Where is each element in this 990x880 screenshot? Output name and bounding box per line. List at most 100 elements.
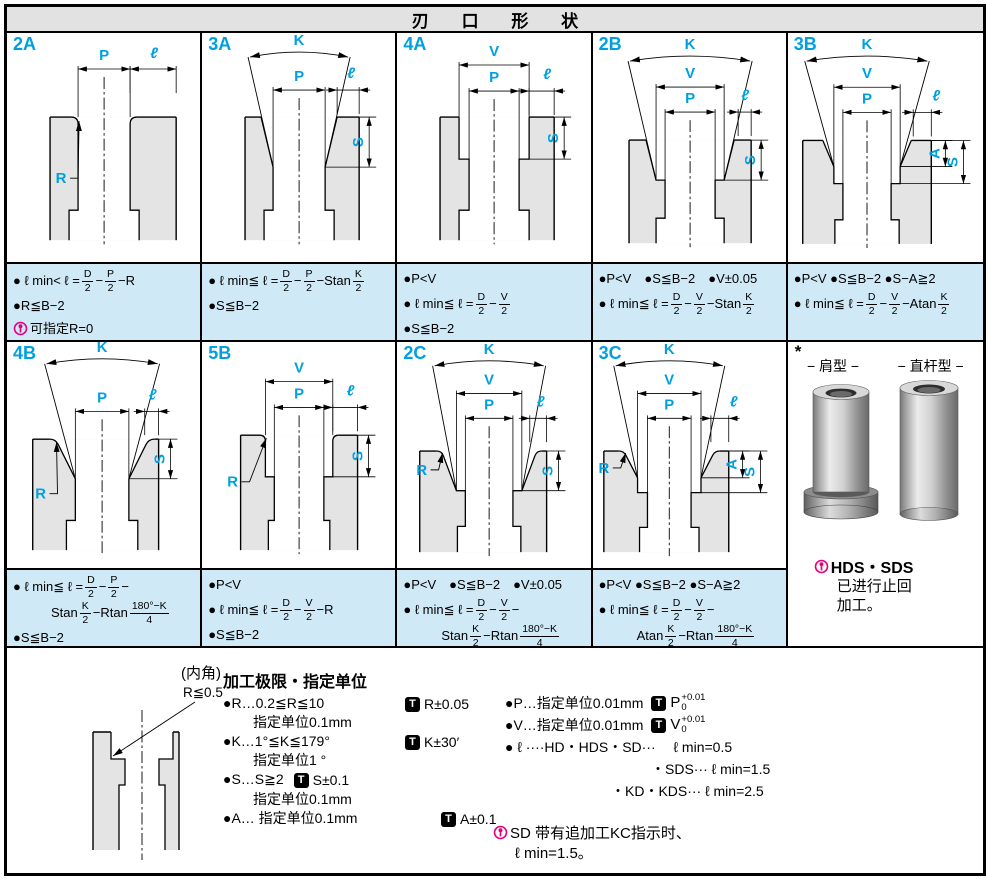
hds-sds-line: 加工。: [836, 596, 882, 614]
svg-text:ℓ: ℓ: [150, 45, 158, 62]
inner-corner-value: R≦0.5: [183, 685, 223, 700]
formula-line: ●P<V ●S≦B−2 ●V±0.05: [403, 577, 563, 593]
page-title: 刃 口 形 状: [411, 11, 593, 31]
svg-text:V: V: [485, 373, 495, 389]
inner-corner-diagram: (内角) R≦0.5: [92, 665, 223, 860]
formula-line: ●R≦B−2: [13, 297, 65, 313]
svg-text:ℓ: ℓ: [544, 66, 552, 83]
svg-text:ℓ: ℓ: [741, 87, 749, 104]
formula-line: ●S≦B−2: [403, 320, 455, 336]
svg-text:K: K: [684, 36, 695, 53]
straight-bushing-image: [899, 380, 959, 521]
svg-text:V: V: [862, 65, 872, 82]
tolerance-badge: T: [293, 772, 309, 788]
svg-text:P: P: [862, 90, 872, 107]
svg-text:P: P: [294, 387, 304, 403]
svg-text:A: A: [724, 459, 740, 470]
svg-text:R: R: [56, 170, 67, 187]
shoulder-type-label: − 肩型 −: [806, 358, 860, 374]
formula-line: ●P<V: [403, 271, 437, 287]
svg-text:R: R: [598, 461, 609, 477]
svg-text:K: K: [663, 342, 674, 358]
svg-text:V: V: [489, 43, 499, 60]
photo-cell: * − 肩型 − − 直杆型 −: [787, 342, 983, 646]
svg-text:ℓ: ℓ: [149, 387, 157, 403]
shape-id: 4B: [13, 343, 37, 363]
svg-text:S: S: [742, 155, 759, 165]
shape-id: 3A: [208, 34, 232, 54]
svg-text:K: K: [484, 342, 495, 358]
svg-text:S: S: [541, 466, 557, 476]
limit-sub: 指定单位1 °: [253, 752, 327, 768]
shape-id: 2C: [403, 343, 427, 363]
limits-heading: 加工极限・指定单位: [223, 674, 368, 691]
bushing-photos: [803, 380, 959, 521]
formula-line: ●S≦B−2: [208, 297, 260, 313]
tolerance-value: K±30′: [424, 734, 460, 750]
svg-text:ℓ: ℓ: [932, 87, 940, 104]
formula-line: ●S≦B−2: [208, 626, 260, 642]
sd-kc-note: SD 带有追加工KC指示时、 ℓ min=1.5。: [493, 822, 691, 864]
svg-text:R: R: [227, 475, 238, 491]
tolerance-badge: T: [441, 811, 456, 827]
tolerance-badge: T: [405, 735, 420, 750]
hds-sds-line: 已进行止回: [836, 578, 912, 595]
limit-item: ・SDS··· ℓ min=1.5: [651, 761, 771, 777]
tolerance-value: A±0.1: [460, 810, 497, 827]
tolerance-badge: T: [405, 697, 420, 712]
tolerance-value: S±0.1: [312, 771, 350, 788]
svg-text:V: V: [685, 65, 695, 82]
shape-id: 4A: [403, 34, 427, 54]
note-icon: [493, 825, 508, 840]
svg-text:P: P: [489, 69, 499, 86]
